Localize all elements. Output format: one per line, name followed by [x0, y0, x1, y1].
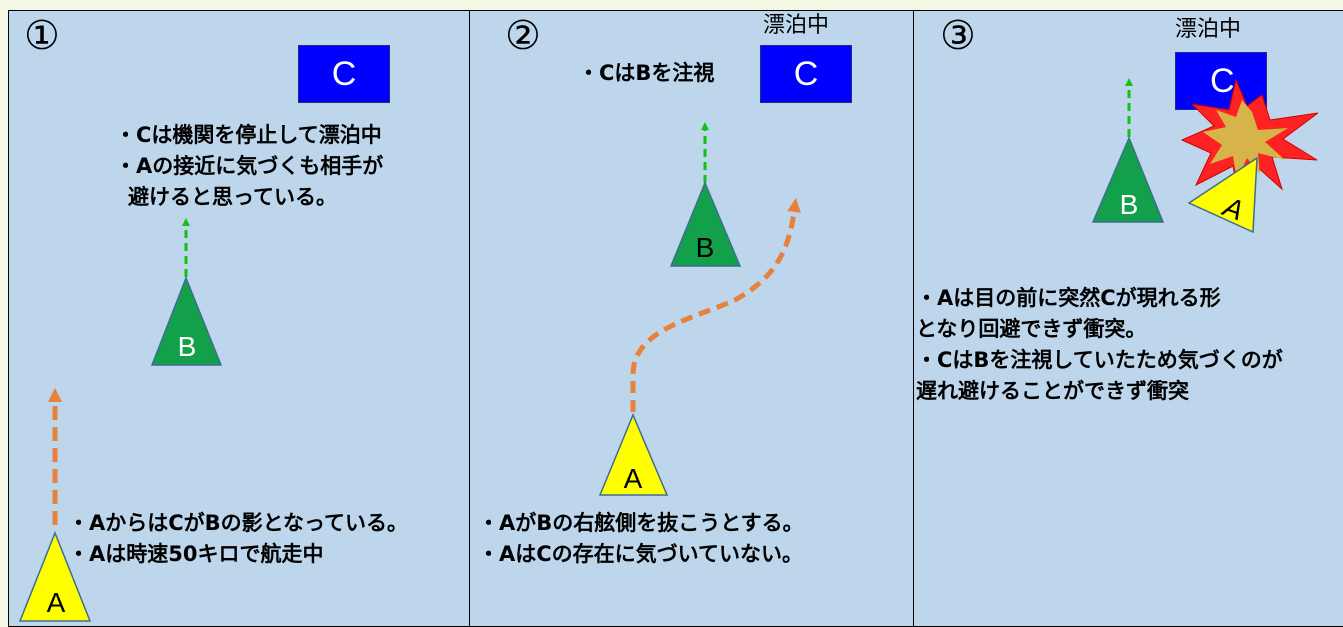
note-a2-line-1: ・AがBの右舷側を抜こうとする。 — [478, 511, 804, 535]
panel-1-number: ① — [24, 13, 60, 59]
status-drifting-3: 漂泊中 — [1175, 17, 1242, 42]
ship-b3-label: B — [1120, 189, 1139, 220]
ship-a2-triangle: A — [598, 413, 669, 496]
panel-3 — [913, 10, 1343, 627]
status-drifting-2: 漂泊中 — [763, 13, 830, 38]
note-c-line-1: ・Cは機関を停止して漂泊中 — [115, 123, 382, 147]
note-a-line-1: ・AからはCがBの影となっている。 — [68, 511, 408, 535]
ship-a2-label: A — [624, 463, 643, 494]
panel-2-number: ② — [505, 13, 541, 59]
note-a-line-2: ・Aは時速50キロで航走中 — [68, 542, 324, 566]
ship-a-triangle: A — [18, 530, 92, 622]
note-c-watching: ・CはBを注視 — [578, 61, 715, 85]
ship-a2-path — [630, 198, 802, 412]
note-a2-line-2: ・AはCの存在に気づいていない。 — [478, 542, 804, 566]
ship-c-box-2: C — [760, 45, 852, 103]
ship-a3-triangle: A — [1187, 156, 1258, 234]
ship-a-label: A — [47, 587, 66, 618]
ship-b2-triangle: B — [669, 181, 742, 267]
panel-3-number: ③ — [940, 13, 976, 59]
collision-burst-icon — [1180, 78, 1319, 202]
note-3-line-3: ・CはBを注視していたため気づくのが — [916, 348, 1283, 372]
ship-b-label: B — [178, 331, 197, 362]
ship-c-box: C — [298, 45, 390, 103]
note-3-line-1: ・Aは目の前に突然Cが現れる形 — [916, 286, 1221, 310]
note-c-line-3: 避けると思っている。 — [128, 185, 337, 209]
note-3-line-4: 遅れ避けることができず衝突 — [916, 379, 1189, 403]
panel-1 — [8, 10, 470, 627]
note-c-line-2: ・Aの接近に気づくも相手が — [115, 154, 384, 178]
note-3-line-2: となり回避できず衝突。 — [916, 317, 1147, 341]
ship-b-triangle: B — [150, 275, 223, 366]
ship-b3-triangle: B — [1091, 136, 1165, 223]
ship-b2-label: B — [696, 232, 715, 263]
